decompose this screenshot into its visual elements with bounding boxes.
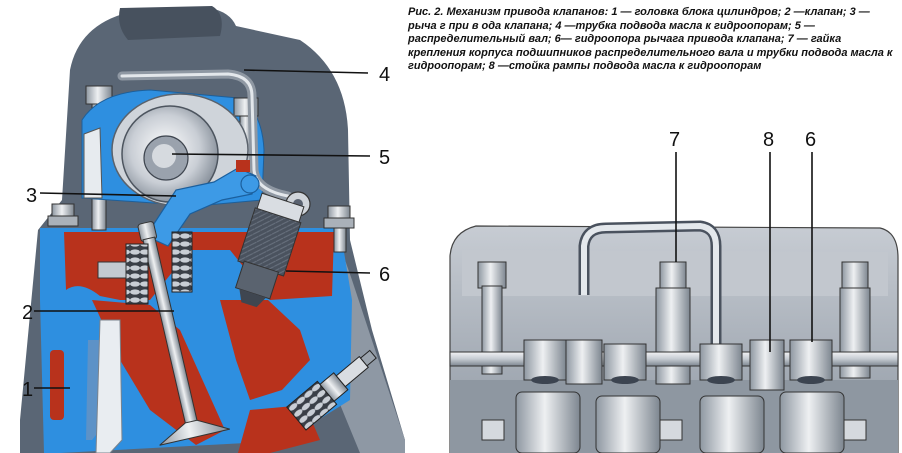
- hydraulic-support: [234, 192, 305, 308]
- bearing-cups: [515, 391, 845, 453]
- callout-4: 4: [379, 64, 390, 86]
- callout-6: 6: [379, 264, 390, 286]
- left-callouts: 1 2 3 4 5 6: [22, 64, 390, 401]
- callout-1: 1: [22, 379, 33, 401]
- chamber-red: [220, 300, 310, 400]
- white-wedge: [95, 319, 123, 453]
- callout-6-right: 6: [805, 129, 816, 151]
- lifter-caps: [531, 376, 825, 384]
- figure-caption: Рис. 2. Механизм привода клапанов: 1 — г…: [408, 6, 893, 72]
- bearing-housing-light: [83, 127, 103, 199]
- head-pillar-slot: [50, 350, 64, 420]
- callout-7: 7: [669, 129, 680, 151]
- lifter-row: [523, 339, 833, 381]
- lower-bolts: [481, 419, 867, 441]
- rocker-ball: [240, 174, 260, 194]
- stud-7: [655, 261, 691, 385]
- callout-8: 8: [763, 129, 774, 151]
- rail-post-1: [565, 339, 603, 385]
- spark-plug: [286, 349, 377, 431]
- valve-spring: [97, 231, 193, 305]
- oil-supply-tube-highlight: [120, 72, 290, 198]
- bolt-right-lower: [323, 205, 355, 253]
- valve: [137, 221, 230, 446]
- rail-post-8: [749, 339, 785, 391]
- callout-3: 3: [26, 185, 37, 207]
- rocker-pad: [236, 160, 250, 172]
- callout-2: 2: [22, 302, 33, 324]
- camshaft-hub: [152, 144, 176, 168]
- bolt-left-lower: [47, 203, 79, 227]
- exterior-view: [449, 220, 899, 453]
- callout-5: 5: [379, 147, 390, 169]
- ramp-tube-light: [581, 222, 719, 356]
- cover-cap: [119, 6, 222, 40]
- cross-section-view: [20, 6, 405, 453]
- right-callouts: 7 8 6: [669, 129, 816, 352]
